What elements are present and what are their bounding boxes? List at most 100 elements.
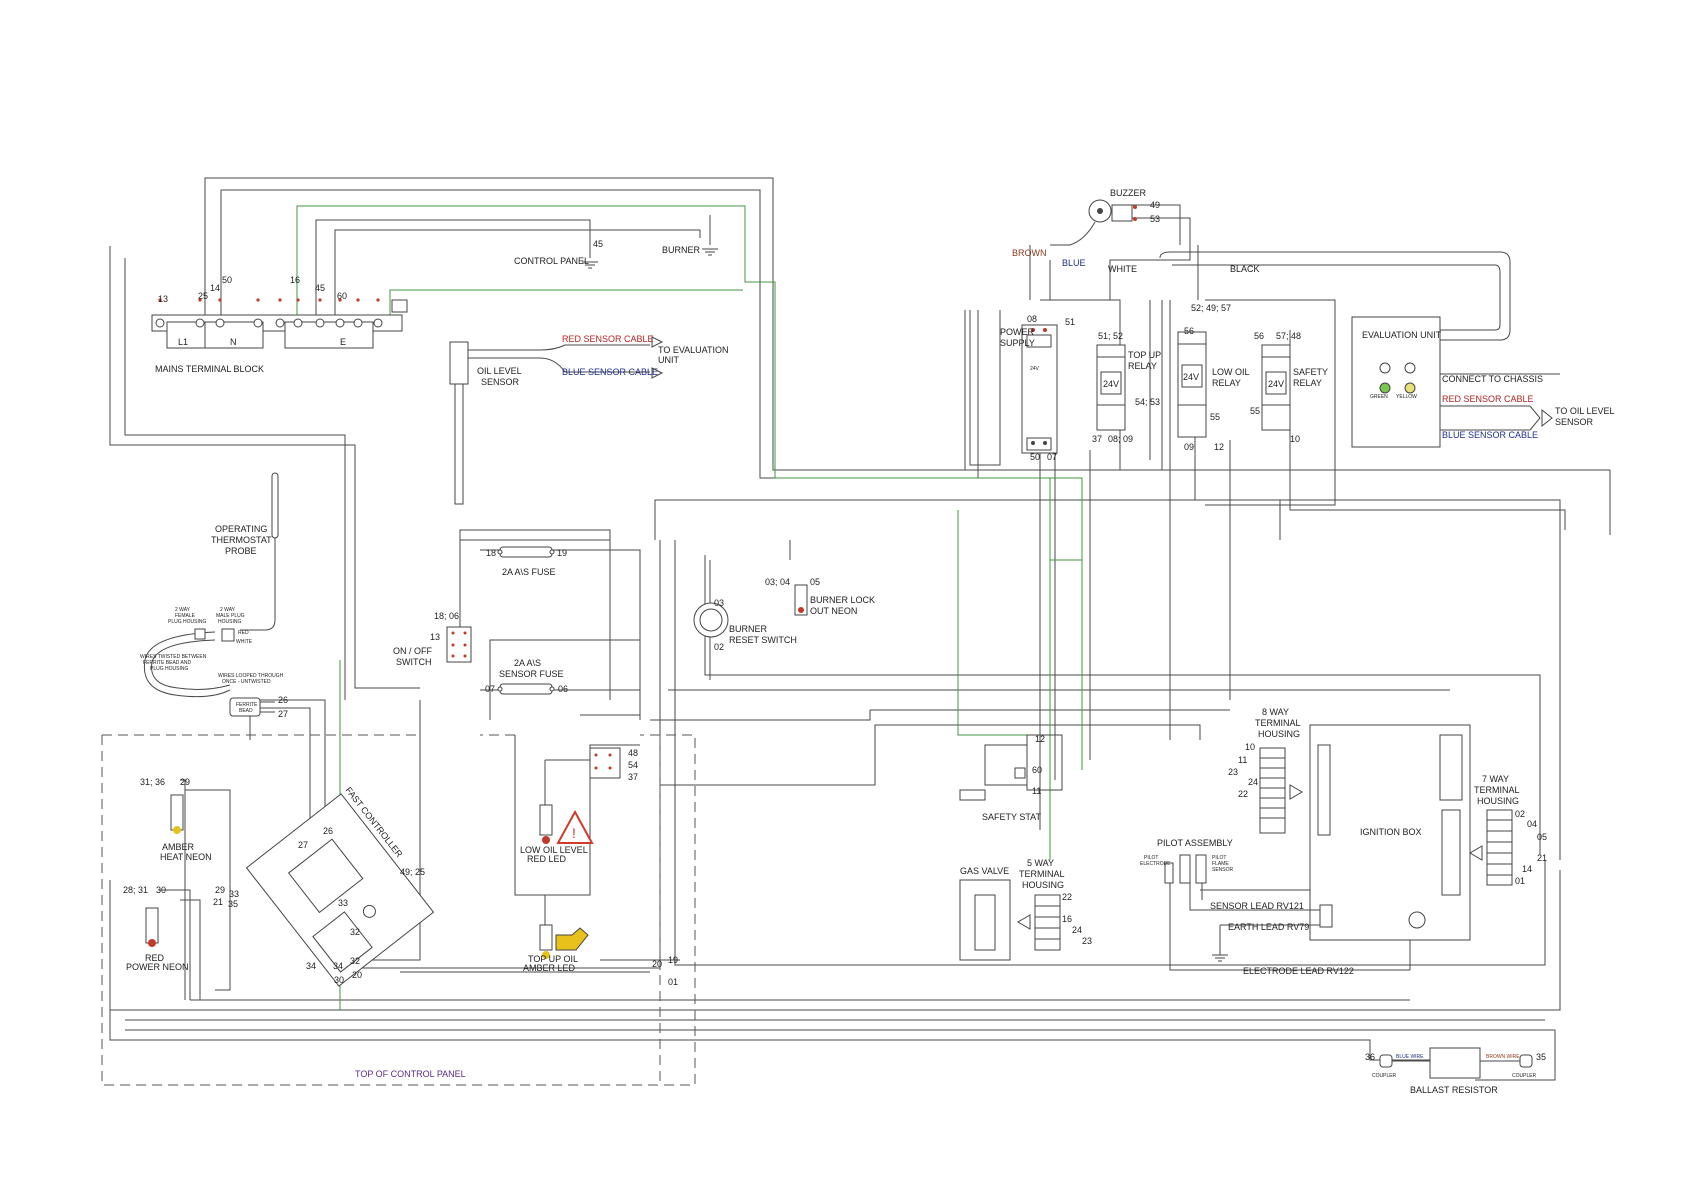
switch-and-fuses: 18; 06 13 ON / OFF SWITCH 18 19 2A A\S F… xyxy=(393,529,641,720)
top-up-led-label-2: AMBER LED xyxy=(523,963,576,973)
thermostat-label-3: PROBE xyxy=(225,546,257,556)
terminal-55b: 55 xyxy=(1250,406,1260,416)
thermostat-probe: OPERATING THERMOSTAT PROBE 2 WAY FEMALE … xyxy=(140,472,288,719)
terminal-34: 34 xyxy=(306,961,316,971)
5-way-label-2: TERMINAL xyxy=(1019,869,1065,879)
terminal-housing-5-way: 5 WAY TERMINAL HOUSING 22 16 24 23 xyxy=(1019,858,1092,951)
warning-triangle-icon: ! xyxy=(556,809,594,844)
7-way-label-3: HOUSING xyxy=(1477,796,1519,806)
female-plug-label-3: PLUG HOUSING xyxy=(168,619,206,625)
brown-wire-small-label: BROWN WIRE xyxy=(1486,1054,1520,1060)
top-up-relay-label-2: RELAY xyxy=(1128,361,1157,371)
top-up-relay: 24V TOP UP RELAY 51; 52 37 08; 09 54; 53 xyxy=(1092,331,1161,444)
8-way-11: 11 xyxy=(1238,755,1247,765)
earth-icon xyxy=(582,261,598,269)
terminal-33b: 33 xyxy=(338,898,348,908)
terminal-16: 16 xyxy=(290,275,300,285)
safety-relay-label-2: RELAY xyxy=(1293,378,1322,388)
wires xyxy=(109,177,1611,1081)
power-supply-label-2: SUPPLY xyxy=(1000,338,1035,348)
arrow-right-icon xyxy=(1289,784,1303,800)
power-supply-24v: 24V xyxy=(1030,366,1040,372)
thermostat-label-2: THERMOSTAT xyxy=(211,535,272,545)
red-neon-label-2: POWER NEON xyxy=(126,962,189,972)
terminal-29b: 29 xyxy=(215,885,225,895)
terminal-30: 30 xyxy=(334,975,344,985)
7-way-label-1: 7 WAY xyxy=(1482,774,1509,784)
red-neon-label-1: RED xyxy=(145,953,165,963)
fast-controller: FAST CONTROLLER 26 27 49; 25 29 21 33 35… xyxy=(213,785,678,987)
8-way-label-2: TERMINAL xyxy=(1255,718,1301,728)
arrow-left-icon xyxy=(1469,845,1483,861)
8-way-10: 10 xyxy=(1245,742,1255,752)
terminal-10: 10 xyxy=(1290,434,1300,444)
eval-blue-sensor-cable-label: BLUE SENSOR CABLE xyxy=(1442,430,1538,440)
ballast-resistor: 36 35 BLUE WIRE BROWN WIRE COUPLER COUPL… xyxy=(1365,1047,1546,1095)
wires-twisted-label-2: FERRITE BEAD AND xyxy=(143,660,191,666)
terminal-52-49-57: 52; 49; 57 xyxy=(1191,303,1231,313)
pilot-electrode-label-2: ELECTRODE xyxy=(1140,861,1171,867)
terminal-50: 50 xyxy=(222,275,232,285)
wires-looped-label-1: WIRES LOOPED THROUGH xyxy=(218,673,284,679)
terminal-03: 03 xyxy=(714,598,724,608)
to-evaluation-unit-label-2: UNIT xyxy=(658,355,679,365)
terminal-08-09: 08; 09 xyxy=(1108,434,1133,444)
oil-level-sensor-label-2: SENSOR xyxy=(481,377,520,387)
amber-neon-label-2: HEAT NEON xyxy=(160,852,212,862)
terminal-37: 37 xyxy=(1092,434,1102,444)
on-off-switch-label-1: ON / OFF xyxy=(393,646,432,656)
terminal-20: 20 xyxy=(352,970,362,980)
terminal-50b: 50 xyxy=(1030,452,1040,462)
5-way-label-1: 5 WAY xyxy=(1027,858,1054,868)
terminal-19: 19 xyxy=(557,548,567,558)
pilot-flame-label-2: FLAME xyxy=(1212,861,1229,867)
terminal-housing-8-way: 8 WAY TERMINAL HOUSING 10 11 23 24 22 xyxy=(1228,707,1303,834)
neon-lamp-icon xyxy=(794,584,808,616)
terminal-20b: 20 xyxy=(652,959,662,969)
7-way-05: 05 xyxy=(1537,832,1547,842)
fuse-2a-label: 2A A\S FUSE xyxy=(502,567,556,577)
terminal-31-36: 31; 36 xyxy=(140,777,165,787)
terminal-51-52: 51; 52 xyxy=(1098,331,1123,341)
wires-twisted-label-3: PLUG HOUSING xyxy=(150,666,188,672)
arrow-right-icon xyxy=(1541,408,1553,428)
black-wire-label: BLACK xyxy=(1230,264,1260,274)
terminal-56a: 56 xyxy=(1184,326,1194,336)
terminal-25: 25 xyxy=(198,291,208,301)
low-oil-relay-label-1: LOW OIL xyxy=(1212,367,1250,377)
pilot-assembly-label: PILOT ASSEMBLY xyxy=(1157,838,1233,848)
ignition-box-label: IGNITION BOX xyxy=(1360,827,1422,837)
female-plug-label-2: FEMALE xyxy=(175,613,196,619)
sensor-lead-label: SENSOR LEAD RV121 xyxy=(1210,901,1304,911)
mains-terminal-block: L1 N E MAINS TERMINAL BLOCK 13 25 14 50 … xyxy=(151,275,408,374)
terminal-49-25: 49; 25 xyxy=(400,867,425,877)
relay-cabinet: 24V POWER SUPPLY 08 51 50 07 24V TOP UP … xyxy=(969,299,1336,506)
connect-to-chassis-label: CONNECT TO CHASSIS xyxy=(1442,374,1543,384)
sensor-fuse-label-2: SENSOR FUSE xyxy=(499,669,564,679)
evaluation-unit-label: EVALUATION UNIT xyxy=(1362,330,1442,340)
terminal-34b: 34 xyxy=(333,961,343,971)
eval-red-sensor-cable-label: RED SENSOR CABLE xyxy=(1442,394,1534,404)
terminal-27b: 27 xyxy=(298,840,308,850)
safety-stat-11: 11 xyxy=(1032,786,1041,796)
svg-text:!: ! xyxy=(572,825,576,841)
blue-wire-small-label: BLUE WIRE xyxy=(1396,1054,1424,1060)
thermostat-label-1: OPERATING xyxy=(215,524,267,534)
brown-wire-label: BROWN xyxy=(1012,248,1047,258)
male-plug-label-2: MALE PLUG xyxy=(216,613,245,619)
oil-level-sensor: OIL LEVEL SENSOR RED SENSOR CABLE BLUE S… xyxy=(449,334,729,505)
ignition-box: IGNITION BOX xyxy=(1309,724,1471,941)
neon-lamp-icon xyxy=(170,794,184,834)
n-label: N xyxy=(230,337,237,347)
terminal-06: 06 xyxy=(558,684,568,694)
terminal-14: 14 xyxy=(210,283,220,293)
terminal-26: 26 xyxy=(278,695,288,705)
earth-icon xyxy=(1212,954,1228,962)
indicator-neons: 31; 36 29 AMBER HEAT NEON 28; 31 30 RED … xyxy=(123,777,212,1000)
terminal-60: 60 xyxy=(337,291,347,301)
neon-lamp-icon xyxy=(539,804,553,844)
7-way-02: 02 xyxy=(1515,809,1525,819)
terminal-45: 45 xyxy=(315,283,325,293)
5-way-24: 24 xyxy=(1072,925,1082,935)
terminal-26b: 26 xyxy=(323,826,333,836)
